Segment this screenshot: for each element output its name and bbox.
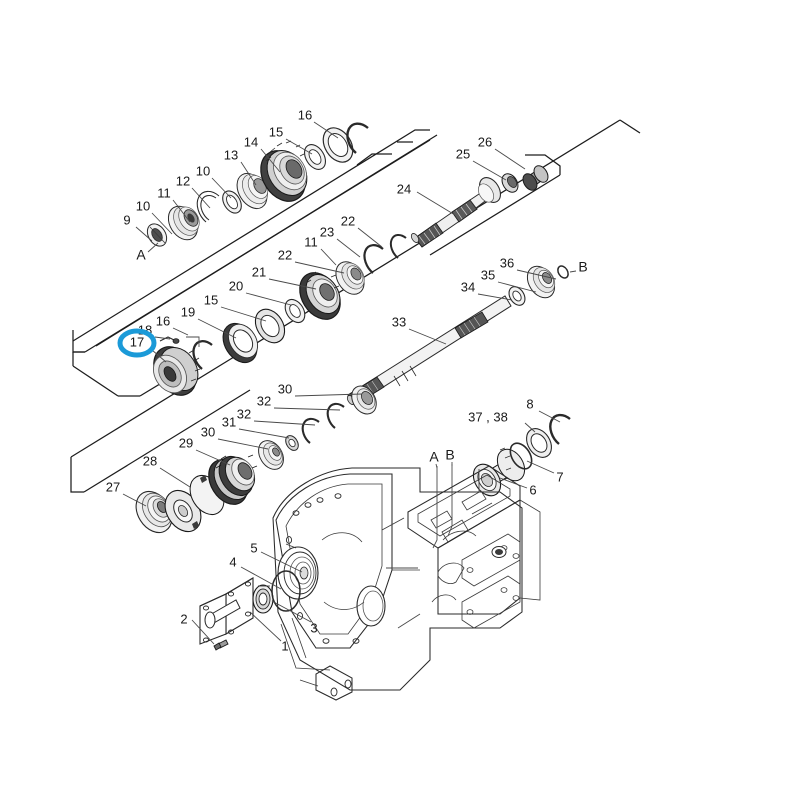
callout-label-34: 34 xyxy=(461,279,475,294)
part-36-oring xyxy=(557,265,569,279)
housing-input-bore xyxy=(277,546,319,600)
callout-label-11: 11 xyxy=(304,234,318,249)
callout-label-4: 4 xyxy=(229,554,236,569)
row3-parts-cluster xyxy=(135,385,377,534)
callout-label-30: 30 xyxy=(278,381,292,396)
callout-label-15: 15 xyxy=(269,124,283,139)
callout-label-12: 12 xyxy=(176,173,190,188)
row2-parts-cluster xyxy=(152,234,407,396)
part-16b-snap-ring xyxy=(192,340,213,370)
part-8-snap-ring xyxy=(549,413,571,445)
callout-label-5: 5 xyxy=(250,540,257,555)
housing-side-bore xyxy=(356,585,386,627)
part-24-input-shaft xyxy=(410,177,502,248)
callout-label-8: 8 xyxy=(526,396,533,411)
callout-label-2: 2 xyxy=(180,611,187,626)
callout-label-32: 32 xyxy=(257,393,271,408)
callout-label-16: 16 xyxy=(156,313,170,328)
part-16-bearing xyxy=(322,127,354,163)
callout-label-19: 19 xyxy=(181,304,195,319)
callout-label-17: 17 xyxy=(130,334,144,349)
part-9-ring xyxy=(146,223,168,247)
part-16-snap-ring xyxy=(346,122,369,154)
callout-label-24: 24 xyxy=(397,181,411,196)
transmission-housing xyxy=(272,465,541,701)
callout-label-26: 26 xyxy=(478,134,492,149)
callout-label-6: 6 xyxy=(529,482,536,497)
part-23-snap-ring xyxy=(363,244,384,274)
part-28-hub xyxy=(164,474,225,533)
callout-label-13: 13 xyxy=(224,147,238,162)
part-20-washer xyxy=(284,298,306,324)
callout-label-A: A xyxy=(429,449,439,465)
part-2-bolt xyxy=(213,639,229,651)
highlight-ellipse-item-17 xyxy=(117,328,157,358)
part-3-oil-seal xyxy=(252,584,274,614)
callout-label-14: 14 xyxy=(244,134,258,149)
callout-label-3: 3 xyxy=(310,620,317,635)
callout-label-33: 33 xyxy=(392,314,406,329)
part-1-input-cover xyxy=(199,577,254,645)
part-26-bushing xyxy=(522,165,549,191)
callout-label-10: 10 xyxy=(136,198,150,213)
callout-label-35: 35 xyxy=(481,267,495,282)
part-32b-snap-ring xyxy=(326,402,345,429)
callout-label-11: 11 xyxy=(157,185,171,200)
part-4-oring xyxy=(271,570,301,612)
part-12-snap-ring xyxy=(196,190,220,223)
callout-label-37-38: 37 , 38 xyxy=(468,409,508,424)
part-10-washer xyxy=(222,190,242,214)
leader-lines xyxy=(122,121,577,645)
callout-label-21: 21 xyxy=(252,264,266,279)
callout-label-20: 20 xyxy=(229,278,243,293)
callout-label-36: 36 xyxy=(500,255,514,270)
part-11b-snap-ring xyxy=(389,234,407,259)
callout-label-A: A xyxy=(136,247,146,263)
callout-label-27: 27 xyxy=(106,479,120,494)
callout-label-23: 23 xyxy=(320,224,334,239)
part-7-oring xyxy=(509,442,533,470)
callout-label-B: B xyxy=(445,447,454,463)
part-21-gear xyxy=(299,271,341,320)
part-30b-bearing xyxy=(258,440,284,470)
part-15-washer xyxy=(303,144,327,170)
callout-label-15: 15 xyxy=(204,292,218,307)
callout-label-30: 30 xyxy=(201,424,215,439)
part-19-bearing xyxy=(222,322,259,364)
part-17-gear-hub xyxy=(152,346,201,396)
callout-label-9: 9 xyxy=(123,212,130,227)
part-27-bearing xyxy=(135,490,173,534)
part-29-gear-cluster xyxy=(208,454,258,505)
part-14-gear xyxy=(260,140,308,202)
callout-label-32: 32 xyxy=(237,406,251,421)
part-37-38-shim xyxy=(526,428,552,458)
housing-reference-markers xyxy=(386,464,480,629)
callout-label-16: 16 xyxy=(298,107,312,122)
callout-label-22: 22 xyxy=(341,213,355,228)
part-22a-bearing xyxy=(335,261,365,295)
callout-label-29: 29 xyxy=(179,435,193,450)
callout-label-25: 25 xyxy=(456,146,470,161)
part-11-bearing xyxy=(167,205,200,241)
part-25-nut xyxy=(501,173,519,193)
callout-label-B: B xyxy=(578,259,587,275)
callout-labels: 91011121013141516A2425261123222221201519… xyxy=(106,107,588,653)
callout-label-1: 1 xyxy=(281,638,288,653)
row1-parts-cluster xyxy=(146,122,369,247)
highlight-marker xyxy=(117,328,157,358)
part-18-pin xyxy=(159,336,180,344)
callout-label-22: 22 xyxy=(278,247,292,262)
part-31-washer xyxy=(285,435,299,451)
callout-label-7: 7 xyxy=(556,469,563,484)
callout-label-10: 10 xyxy=(196,163,210,178)
callout-label-31: 31 xyxy=(222,414,236,429)
callout-label-28: 28 xyxy=(143,453,157,468)
housing-top-boss xyxy=(491,546,507,558)
